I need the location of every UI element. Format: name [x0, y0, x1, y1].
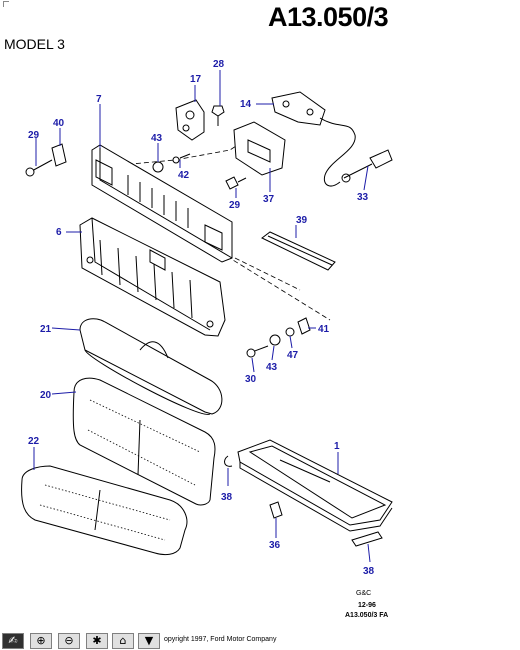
part-29-screw-mid [225, 176, 247, 190]
viewer-toolbar: ✍ ⊕ ⊖ ✱ ⌂ ▼ [0, 632, 520, 650]
select-tool-button[interactable]: ✍ [2, 633, 24, 649]
zoom-in-icon: ⊕ [36, 634, 46, 647]
part-37-latch [233, 121, 286, 176]
copyright-text: opyright 1997, Ford Motor Company [164, 636, 277, 643]
part-29-screw-left [25, 159, 53, 177]
part-36-bracket [269, 501, 283, 519]
part-17-hinge [175, 99, 205, 141]
callout-1: 1 [334, 441, 340, 452]
callout-22: 22 [28, 436, 40, 447]
part-30-bolt [246, 345, 269, 358]
callout-6: 6 [56, 227, 62, 238]
callout-43-lower: 43 [266, 362, 278, 373]
callout-39: 39 [296, 215, 308, 226]
triangle-down-icon: ▼ [144, 634, 154, 647]
callout-37: 37 [263, 194, 275, 205]
model-label: MODEL 3 [4, 36, 65, 52]
part-20-back-cushion [72, 377, 216, 506]
callout-28: 28 [213, 59, 225, 70]
part-6-back-panel [79, 217, 226, 337]
corner-mark [3, 1, 9, 7]
callout-40: 40 [53, 118, 65, 129]
zoom-out-icon: ⊖ [64, 634, 74, 647]
part-1-load-floor [237, 439, 393, 532]
callout-14: 14 [240, 99, 252, 110]
callout-42: 42 [178, 170, 190, 181]
part-21-bolster [79, 318, 223, 415]
menu-button[interactable]: ▼ [138, 633, 160, 649]
part-47-washer [285, 327, 295, 337]
callout-29-left: 29 [28, 130, 40, 141]
callout-20: 20 [40, 390, 52, 401]
callout-41: 41 [318, 324, 330, 335]
part-22-seat-cushion [21, 465, 188, 556]
zoom-out-button[interactable]: ⊖ [58, 633, 80, 649]
callout-38-right: 38 [363, 566, 375, 577]
callout-36: 36 [269, 540, 281, 551]
part-41-clip [297, 317, 311, 335]
zoom-in-button[interactable]: ⊕ [30, 633, 52, 649]
callout-38-left: 38 [221, 492, 233, 503]
page-title: A13.050/3 [268, 2, 389, 32]
home-button[interactable]: ⌂ [112, 633, 134, 649]
fit-button[interactable]: ✱ [86, 633, 108, 649]
callout-33: 33 [357, 192, 369, 203]
part-40-clip [51, 143, 67, 167]
part-42-washer [172, 153, 191, 164]
part-38-clip-left [224, 455, 233, 467]
part-33-cable-end [341, 149, 393, 183]
part-14-release-lever [271, 91, 356, 187]
part-39-trim-strip [261, 231, 336, 271]
credit-date: 12-96 [358, 602, 376, 609]
callout-17: 17 [190, 74, 202, 85]
callout-30: 30 [245, 374, 257, 385]
sparkle-icon: ✱ [92, 634, 102, 647]
part-28-bolt [211, 105, 225, 126]
callout-29-mid: 29 [229, 200, 241, 211]
part-43-nut-upper [152, 161, 164, 173]
callout-7: 7 [96, 94, 102, 105]
part-43-nut-lower [269, 334, 281, 346]
callout-43-upper: 43 [151, 133, 163, 144]
home-icon: ⌂ [119, 634, 127, 647]
hand-icon: ✍ [8, 634, 18, 647]
part-38-clip-right [351, 531, 383, 547]
exploded-parts-diagram: 7 17 28 14 40 29 43 42 29 37 33 39 6 21 … [21, 59, 393, 577]
credit-gc: G&C [356, 590, 372, 597]
callout-47: 47 [287, 350, 299, 361]
callout-21: 21 [40, 324, 52, 335]
credit-reference: A13.050/3 FA [345, 612, 389, 619]
